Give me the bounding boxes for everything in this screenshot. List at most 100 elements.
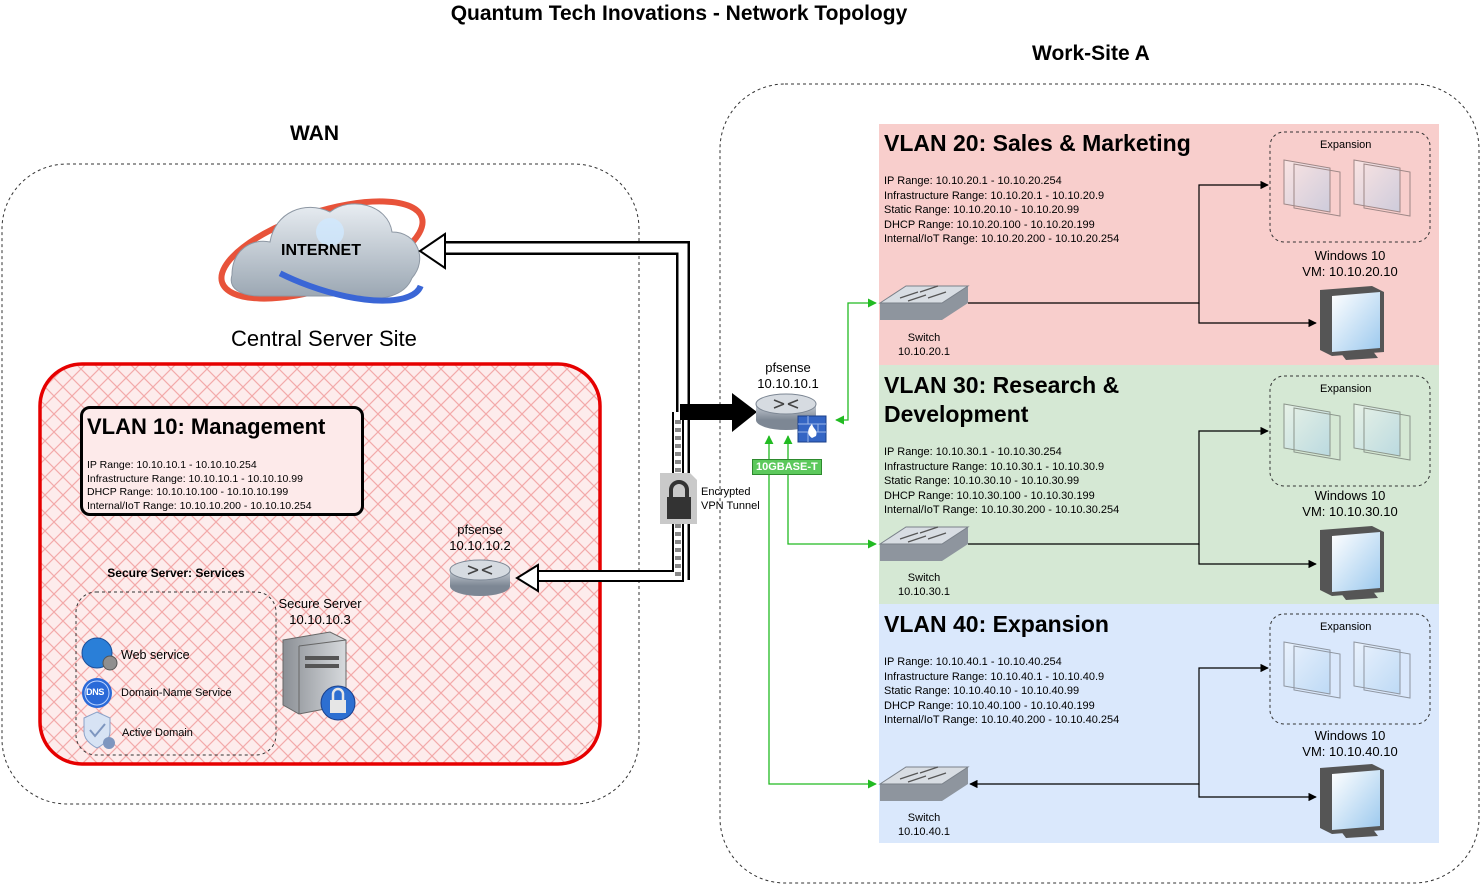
vlan20-info-line: Static Range: 10.10.20.10 - 10.10.20.99	[884, 204, 1080, 216]
vlan20-info: IP Range: 10.10.20.1 - 10.10.20.254 Infr…	[884, 174, 1119, 247]
vlan10-info-line: Infrastructure Range: 10.10.10.1 - 10.10…	[87, 472, 303, 485]
vlan30-info-line: IP Range: 10.10.30.1 - 10.10.30.254	[884, 446, 1062, 458]
vm-20-name: Windows 10	[1314, 248, 1386, 263]
vm-30-ip: VM: 10.10.30.10	[1302, 504, 1398, 519]
vlan30-info-line: Infrastructure Range: 10.10.30.1 - 10.10…	[884, 460, 1105, 473]
switch-20-label: Switch 10.10.20.1	[884, 331, 964, 359]
expansion-40-label: Expansion	[1320, 621, 1372, 633]
expansion-monitors-20	[1283, 159, 1411, 217]
active-directory-icon	[83, 711, 115, 749]
pfsense-site-ip: 10.10.10.1	[757, 376, 819, 391]
vlan30-info-line: Static Range: 10.10.30.10 - 10.10.30.99	[884, 475, 1080, 487]
vm-20-monitor-icon	[1320, 286, 1384, 360]
vlan10-title: VLAN 10: Management	[87, 414, 326, 439]
switch-20-icon	[878, 285, 970, 320]
vlan20-info-line: Infrastructure Range: 10.10.20.1 - 10.10…	[884, 189, 1105, 202]
tunnel-to-pfsense-wan	[515, 412, 684, 593]
switch-40-icon	[878, 766, 970, 801]
switch-40-ip: 10.10.40.1	[898, 826, 950, 838]
pfsense-site-label: pfsense 10.10.10.1	[748, 360, 828, 392]
service-web: Web service	[121, 648, 190, 662]
central-server-site-label: Central Server Site	[231, 326, 417, 351]
switch-20-name: Switch	[907, 332, 941, 344]
vm-40-ip: VM: 10.10.40.10	[1302, 744, 1398, 759]
expansion-box-30	[1269, 375, 1431, 487]
services-container	[75, 591, 277, 756]
vlan10-info: IP Range: 10.10.10.1 - 10.10.10.254 Infr…	[87, 459, 312, 513]
pfsense-site-name: pfsense	[765, 360, 811, 375]
expansion-monitors-30	[1283, 403, 1411, 461]
secure-server-name: Secure Server	[278, 596, 362, 611]
vm-40-monitor-icon	[1320, 764, 1384, 838]
lock-icon	[660, 473, 697, 524]
vlan30-info-line: Internal/IoT Range: 10.10.30.200 - 10.10…	[884, 504, 1120, 516]
wan-container	[1, 163, 640, 805]
vlan30-title: VLAN 30: Research & Development	[884, 372, 1120, 427]
expansion-box-40	[1269, 613, 1431, 725]
internet-cloud-icon	[218, 196, 426, 304]
secure-server-icon	[282, 631, 356, 721]
vlan10-info-line: IP Range: 10.10.10.1 - 10.10.10.254	[87, 459, 257, 471]
vlan30-info: IP Range: 10.10.30.1 - 10.10.30.254 Infr…	[884, 445, 1119, 518]
vpn-line1: Encrypted	[701, 486, 751, 498]
link-speed-badge: 10GBASE-T	[752, 459, 822, 475]
expansion-30-label: Expansion	[1320, 383, 1372, 395]
web-service-icon	[81, 637, 118, 671]
vm-30-monitor-icon	[1320, 526, 1384, 600]
switch-30-ip: 10.10.30.1	[898, 586, 950, 598]
pfsense-wan-ip: 10.10.10.2	[449, 538, 511, 553]
vm-30-label: Windows 10 VM: 10.10.30.10	[1290, 488, 1410, 520]
services-title: Secure Server: Services	[107, 566, 245, 580]
pfsense-wan-name: pfsense	[457, 522, 503, 537]
worksite-label: Work-Site A	[1032, 42, 1150, 65]
vpn-line2: VPN Tunnel	[701, 500, 760, 512]
host-links	[968, 180, 1317, 802]
vlan40-info-line: DHCP Range: 10.10.40.100 - 10.10.40.199	[884, 699, 1095, 712]
expansion-20-label: Expansion	[1320, 139, 1372, 151]
expansion-box-20	[1269, 131, 1431, 243]
internet-label: INTERNET	[281, 242, 361, 259]
vlan10-info-line: Internal/IoT Range: 10.10.10.200 - 10.10…	[87, 499, 312, 512]
secure-server-label: Secure Server 10.10.10.3	[270, 596, 370, 628]
switch-30-icon	[878, 526, 970, 561]
vlan40-info-line: Internal/IoT Range: 10.10.40.200 - 10.10…	[884, 714, 1120, 726]
vlan20-title: VLAN 20: Sales & Marketing	[884, 130, 1191, 156]
dns-icon-glyph: DNS	[86, 687, 105, 697]
vlan40-info-line: IP Range: 10.10.40.1 - 10.10.40.254	[884, 656, 1062, 668]
vm-30-name: Windows 10	[1314, 488, 1386, 503]
vlan20-info-line: IP Range: 10.10.20.1 - 10.10.20.254	[884, 175, 1062, 187]
switch-20-ip: 10.10.20.1	[898, 346, 950, 358]
vlan10-info-line: DHCP Range: 10.10.10.100 - 10.10.10.199	[87, 486, 289, 498]
wan-label: WAN	[290, 122, 339, 145]
tunnel-to-pfsense-site	[680, 393, 757, 432]
vm-20-ip: VM: 10.10.20.10	[1302, 264, 1398, 279]
switch-40-name: Switch	[907, 812, 941, 824]
vlan30-info-line: DHCP Range: 10.10.30.100 - 10.10.30.199	[884, 489, 1095, 502]
secure-server-ip: 10.10.10.3	[289, 612, 351, 627]
vlan40-info: IP Range: 10.10.40.1 - 10.10.40.254 Infr…	[884, 655, 1119, 728]
vm-40-name: Windows 10	[1314, 728, 1386, 743]
switch-30-name: Switch	[907, 572, 941, 584]
diagram-title: Quantum Tech Inovations - Network Topolo…	[450, 2, 908, 25]
pfsense-wan-label: pfsense 10.10.10.2	[440, 522, 520, 554]
vm-20-label: Windows 10 VM: 10.10.20.10	[1290, 248, 1410, 280]
vlan20-info-line: DHCP Range: 10.10.20.100 - 10.10.20.199	[884, 218, 1095, 231]
switch-40-label: Switch 10.10.40.1	[884, 811, 964, 839]
firewall-icon	[797, 415, 827, 443]
switch-30-label: Switch 10.10.30.1	[884, 571, 964, 599]
vpn-tunnel-label: Encrypted VPN Tunnel	[701, 485, 760, 513]
vlan40-title: VLAN 40: Expansion	[884, 611, 1109, 637]
worksite-container	[719, 83, 1480, 884]
dns-icon	[82, 678, 112, 708]
vlan40-info-line: Infrastructure Range: 10.10.40.1 - 10.10…	[884, 670, 1105, 683]
service-active-domain: Active Domain	[122, 727, 193, 739]
pfsense-wan-router-icon	[449, 559, 511, 596]
expansion-monitors-40	[1283, 641, 1411, 699]
vlan40-info-line: Static Range: 10.10.40.10 - 10.10.40.99	[884, 685, 1080, 697]
service-dns: Domain-Name Service	[121, 687, 232, 699]
vlan20-info-line: Internal/IoT Range: 10.10.20.200 - 10.10…	[884, 233, 1120, 245]
vm-40-label: Windows 10 VM: 10.10.40.10	[1290, 728, 1410, 760]
vlan10-box: VLAN 10: Management IP Range: 10.10.10.1…	[80, 406, 364, 516]
